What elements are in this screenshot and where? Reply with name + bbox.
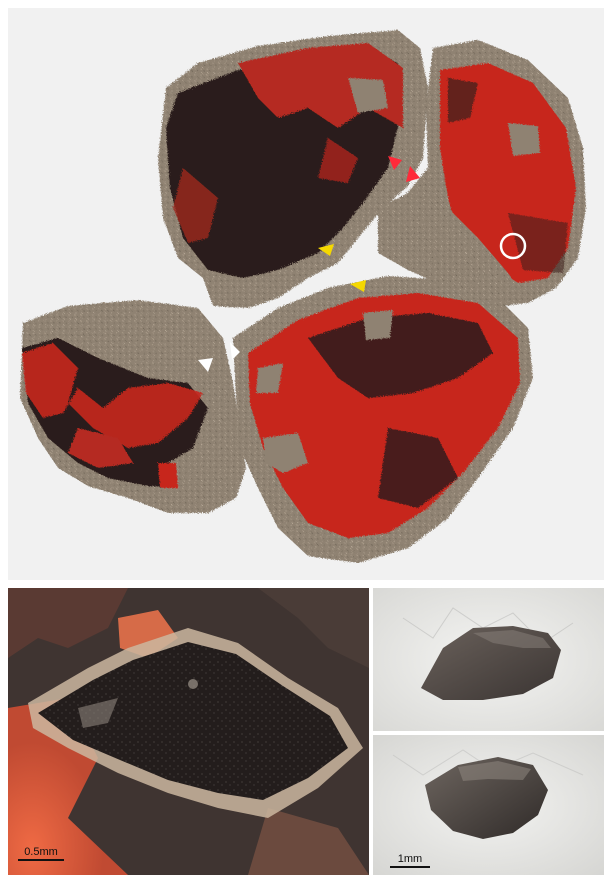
red-arrow-2 <box>406 166 420 182</box>
yellow-arrow-2 <box>350 280 366 292</box>
fragment-view-bottom-panel: 1mm <box>373 735 604 875</box>
micrograph-illustration <box>8 588 369 875</box>
micrograph-inclusion-panel: 0.5mm <box>8 588 369 875</box>
scale-bar-1mm: 1mm <box>390 853 430 868</box>
scale-label: 1mm <box>397 853 423 865</box>
black-inclusion <box>38 642 348 800</box>
red-arrow-1 <box>388 156 402 170</box>
scale-label: 0.5mm <box>24 846 58 858</box>
scale-bar-0-5mm: 0.5mm <box>18 846 64 861</box>
sherd-bottom-right <box>233 276 533 563</box>
sherd-bottom-left <box>20 300 246 513</box>
sherd-top-left <box>158 30 428 308</box>
white-arrow-2 <box>230 342 240 360</box>
fragment-illustration-2 <box>373 735 604 875</box>
sherd-middle-wedge <box>378 188 528 308</box>
white-arrow-1 <box>198 358 213 372</box>
yellow-arrow-1 <box>318 244 334 256</box>
fragment-illustration-1 <box>373 588 604 731</box>
sherds-illustration <box>20 30 586 563</box>
circle-marker <box>499 232 527 260</box>
sherds-photo-panel <box>8 8 604 580</box>
scale-line <box>390 866 430 868</box>
fragment-view-top-panel <box>373 588 604 731</box>
scale-line <box>18 859 64 861</box>
